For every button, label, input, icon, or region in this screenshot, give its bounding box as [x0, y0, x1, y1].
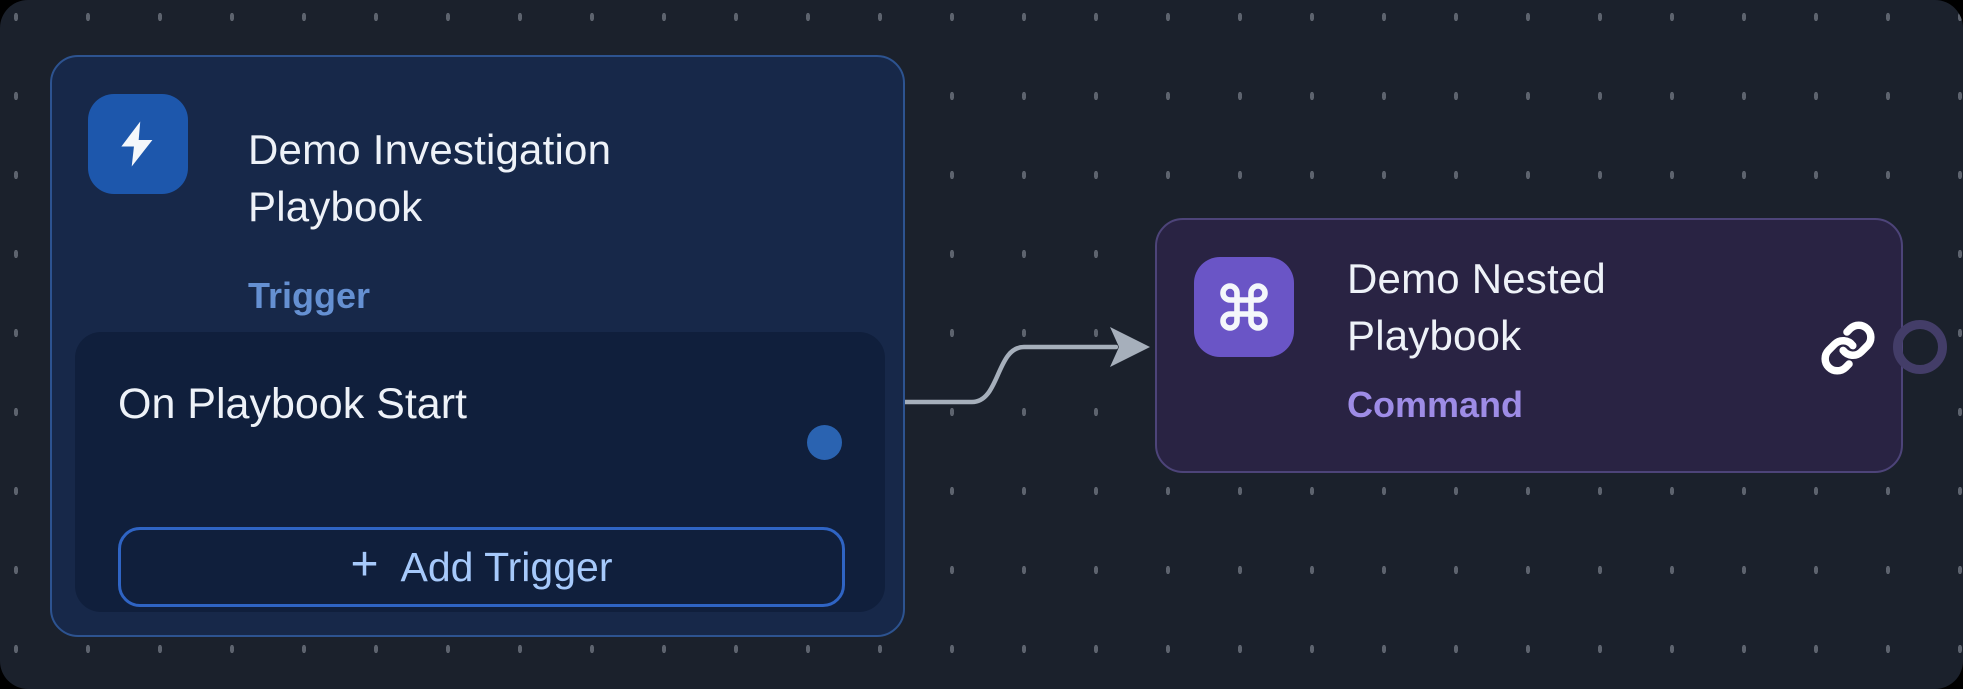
link-icon[interactable]	[1819, 319, 1877, 377]
lightning-icon	[88, 94, 188, 194]
command-icon	[1194, 257, 1294, 357]
arrowhead-icon	[1110, 327, 1150, 367]
trigger-list-panel: On Playbook Start + Add Trigger	[75, 332, 885, 612]
add-trigger-button[interactable]: + Add Trigger	[118, 527, 845, 607]
trigger-node-type-badge: Trigger	[248, 275, 371, 316]
output-port-dot[interactable]	[807, 425, 842, 460]
node-nested-playbook[interactable]: Demo Nested Playbook Command	[1155, 218, 1903, 473]
trigger-row-label: On Playbook Start	[118, 380, 467, 428]
command-node-type-badge: Command	[1347, 384, 1524, 425]
command-node-title: Demo Nested Playbook	[1347, 255, 1606, 359]
trigger-node-title: Demo Investigation Playbook	[248, 126, 612, 230]
plus-icon: +	[350, 538, 379, 591]
add-trigger-button-label: Add Trigger	[400, 543, 613, 590]
node-trigger-playbook[interactable]: Demo Investigation Playbook Trigger On P…	[50, 55, 905, 637]
output-ring-port[interactable]	[1893, 320, 1947, 374]
